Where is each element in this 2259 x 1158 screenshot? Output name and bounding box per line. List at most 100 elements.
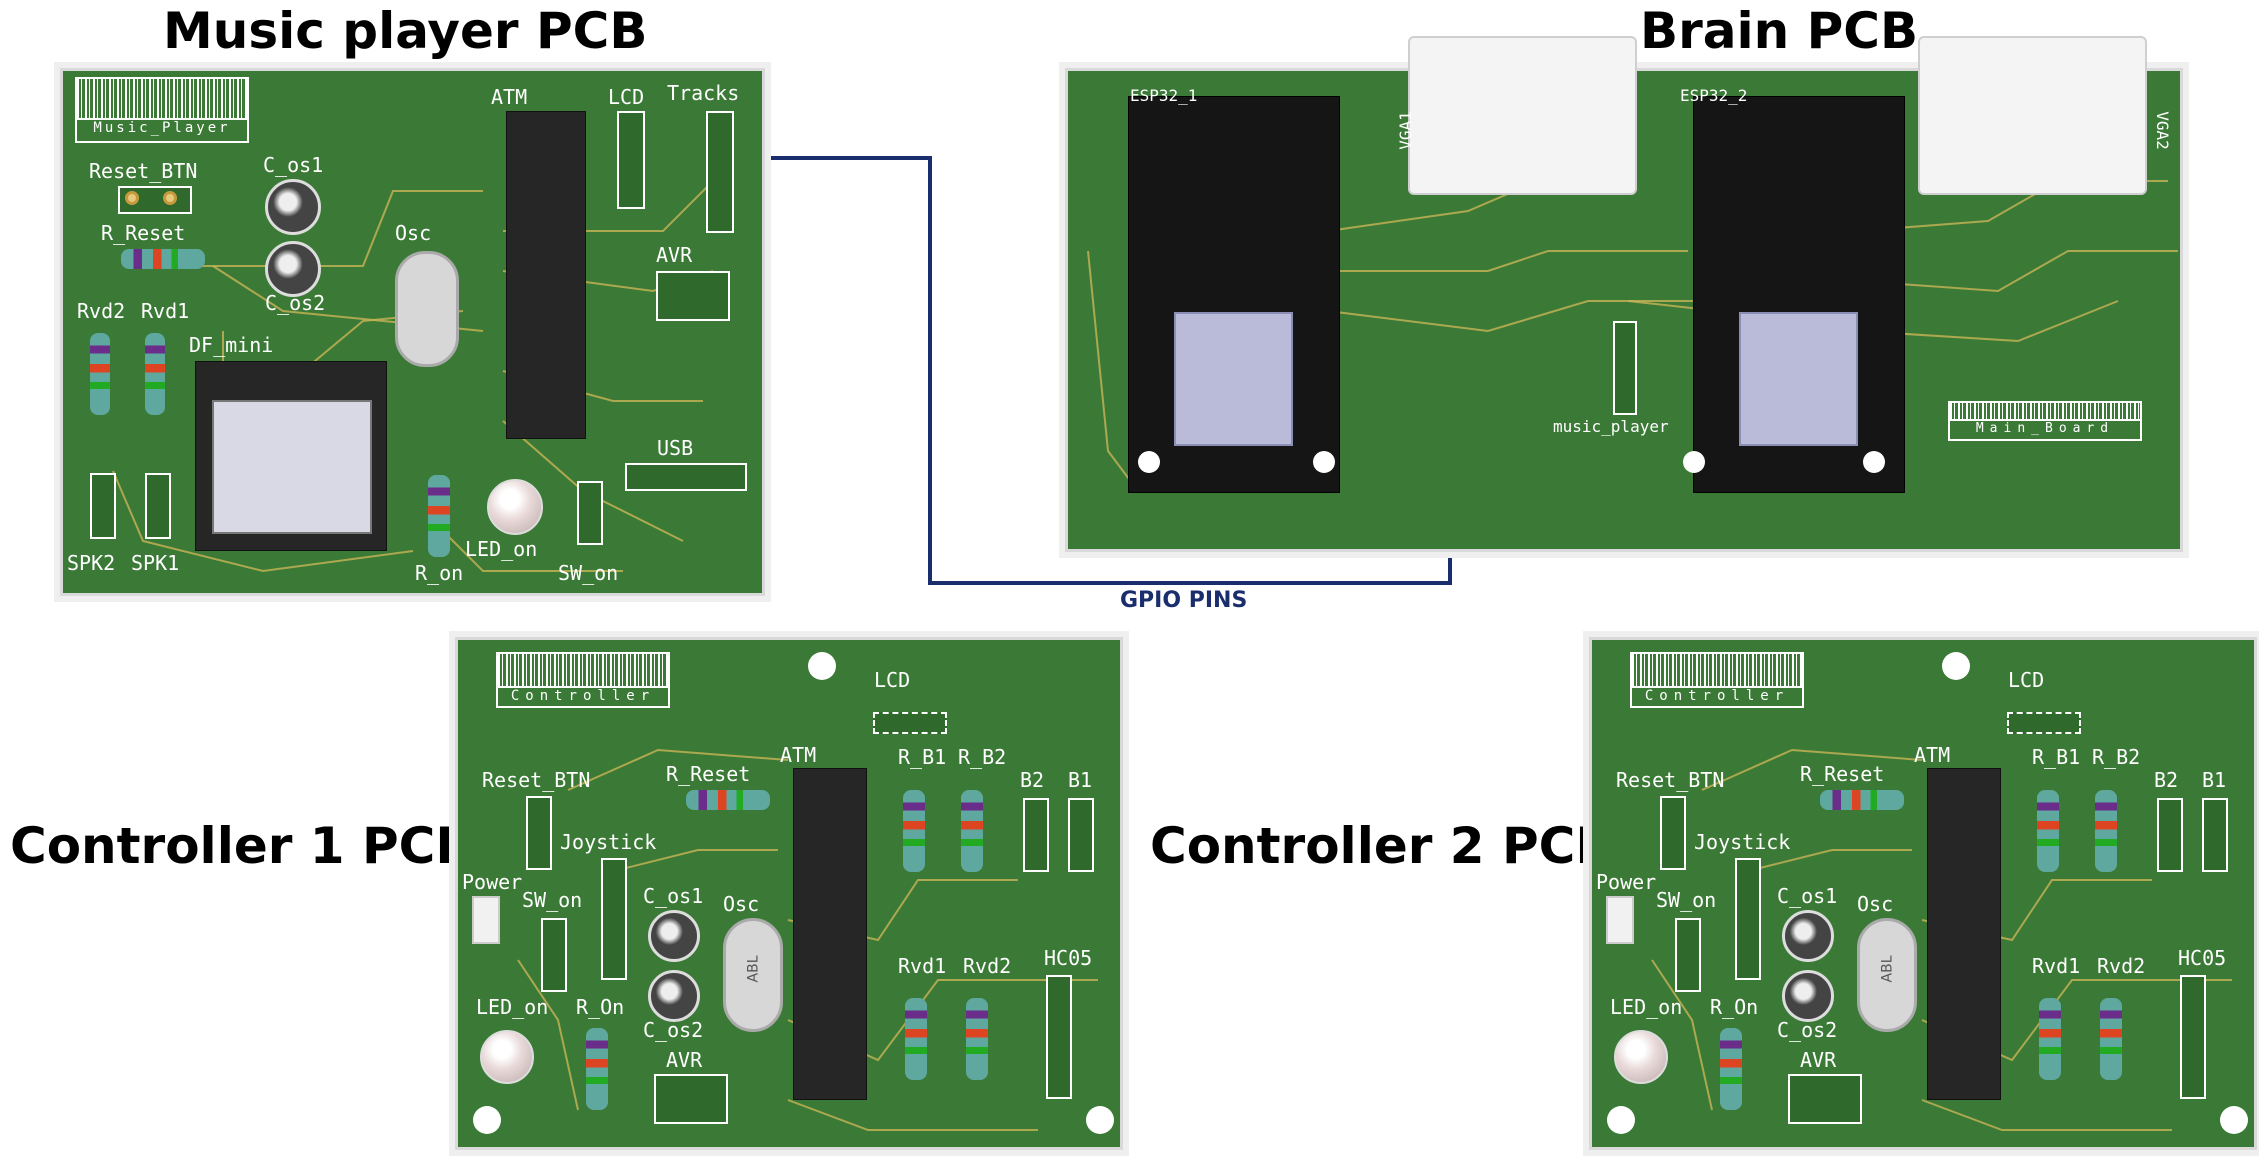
osc-label: Osc	[395, 221, 432, 245]
mount-hole	[1863, 451, 1885, 473]
reset-btn-label: Reset_BTN	[89, 159, 198, 183]
sw-on-header[interactable]	[1675, 918, 1701, 992]
hc05-label: HC05	[2178, 946, 2227, 970]
mount-hole	[473, 1106, 501, 1134]
c-os1-capacitor	[265, 179, 321, 235]
lcd-header	[2007, 712, 2081, 734]
c-os1-capacitor	[1782, 910, 1834, 962]
c-os2-label: C_os2	[1777, 1018, 1838, 1042]
b2-header	[2157, 798, 2183, 872]
spk2-label: SPK2	[67, 551, 116, 575]
c-os2-capacitor	[1782, 970, 1834, 1022]
spk1-label: SPK1	[131, 551, 180, 575]
lcd-label: LCD	[2008, 668, 2045, 692]
avr-label: AVR	[666, 1048, 703, 1072]
b1-label: B1	[2202, 768, 2227, 792]
r-b1-label: R_B1	[2032, 745, 2081, 769]
reset-btn[interactable]	[526, 796, 552, 870]
usb-label: USB	[657, 436, 694, 460]
osc-mark: ABL	[1879, 955, 1896, 983]
r-b1-resistor	[2037, 790, 2059, 872]
r-on-resistor	[586, 1028, 608, 1110]
power-label: Power	[1596, 870, 1657, 894]
c-os1-capacitor	[648, 910, 700, 962]
esp32-2-label: ESP32_2	[1680, 86, 1748, 105]
esp32-2-shield	[1739, 312, 1858, 446]
barcode-label: Controller	[498, 686, 668, 706]
atm-chip	[1927, 768, 2001, 1100]
sw-on-label: SW_on	[558, 561, 619, 585]
r-reset	[686, 790, 770, 810]
mount-hole	[1942, 652, 1970, 680]
atm-label: ATM	[780, 743, 817, 767]
vga1-connector	[1408, 36, 1637, 195]
mount-hole	[1313, 451, 1335, 473]
power-label: Power	[462, 870, 523, 894]
vga2-label: VGA2	[2152, 111, 2172, 150]
df-mini-label: DF_mini	[189, 333, 274, 357]
rvd1-label: Rvd1	[141, 299, 190, 323]
r-b2-label: R_B2	[2092, 745, 2141, 769]
osc-label: Osc	[1857, 892, 1894, 916]
power-connector[interactable]	[472, 896, 500, 944]
rvd2-resistor	[966, 998, 988, 1080]
usb-header	[625, 463, 747, 491]
r-b2-resistor	[961, 790, 983, 872]
c-os1-label: C_os1	[1777, 884, 1838, 908]
pin	[125, 191, 139, 205]
tracks-header	[706, 111, 734, 233]
led-on-label: LED_on	[465, 537, 538, 561]
led-on-label: LED_on	[476, 995, 549, 1019]
esp32-1-label: ESP32_1	[1130, 86, 1198, 105]
mount-hole	[808, 652, 836, 680]
esp32-1-shield	[1174, 312, 1293, 446]
oscillator: ABL	[1857, 918, 1917, 1032]
mount-hole	[1138, 451, 1160, 473]
controller2-board: Controller LCD Reset_BTN R_Reset ATM R_B…	[1589, 637, 2257, 1150]
vga1-label: VGA1	[1395, 111, 1415, 150]
atm-chip	[793, 768, 867, 1100]
reset-btn[interactable]	[1660, 796, 1686, 870]
b1-label: B1	[1068, 768, 1093, 792]
atm-label: ATM	[491, 85, 528, 109]
sw-on-header[interactable]	[541, 918, 567, 992]
music-player-board: Music_Player Reset_BTN R_Reset C_os1 C_o…	[60, 68, 765, 596]
r-on-resistor	[1720, 1028, 1742, 1110]
led-on	[480, 1030, 534, 1084]
avr-label: AVR	[656, 243, 693, 267]
main-board-barcode: Main_Board	[1948, 401, 2142, 441]
spk1-header	[145, 473, 171, 539]
controller1-barcode: Controller	[496, 652, 670, 708]
r-reset-label: R_Reset	[101, 221, 186, 245]
controller1-pcb-title: Controller 1 PCB	[10, 817, 474, 875]
hc05-label: HC05	[1044, 946, 1093, 970]
oscillator: ABL	[723, 918, 783, 1032]
esp32-2-module	[1693, 96, 1905, 493]
c-os2-label: C_os2	[265, 291, 326, 315]
r-b2-label: R_B2	[958, 745, 1007, 769]
joystick-header[interactable]	[1735, 858, 1761, 980]
rvd2-resistor	[90, 333, 110, 415]
reset-btn[interactable]	[118, 186, 192, 214]
r-b2-resistor	[2095, 790, 2117, 872]
lcd-header	[617, 111, 645, 209]
b2-label: B2	[1020, 768, 1045, 792]
brain-pcb-title: Brain PCB	[1640, 2, 1919, 60]
rvd2-resistor	[2100, 998, 2122, 1080]
sw-on-header	[577, 481, 603, 545]
avr-header	[656, 271, 730, 321]
c-os2-capacitor	[648, 970, 700, 1022]
sd-card-slot	[212, 400, 372, 534]
rvd2-label: Rvd2	[77, 299, 126, 323]
power-connector[interactable]	[1606, 896, 1634, 944]
lcd-label: LCD	[874, 668, 911, 692]
c-os2-capacitor	[265, 241, 321, 297]
rvd1-resistor	[905, 998, 927, 1080]
c-os2-label: C_os2	[643, 1018, 704, 1042]
barcode-label: Controller	[1632, 686, 1802, 706]
gpio-pins-label: GPIO PINS	[1120, 588, 1248, 613]
joystick-header[interactable]	[601, 858, 627, 980]
mount-hole	[1683, 451, 1705, 473]
atm-label: ATM	[1914, 743, 1951, 767]
r-reset	[121, 249, 205, 269]
